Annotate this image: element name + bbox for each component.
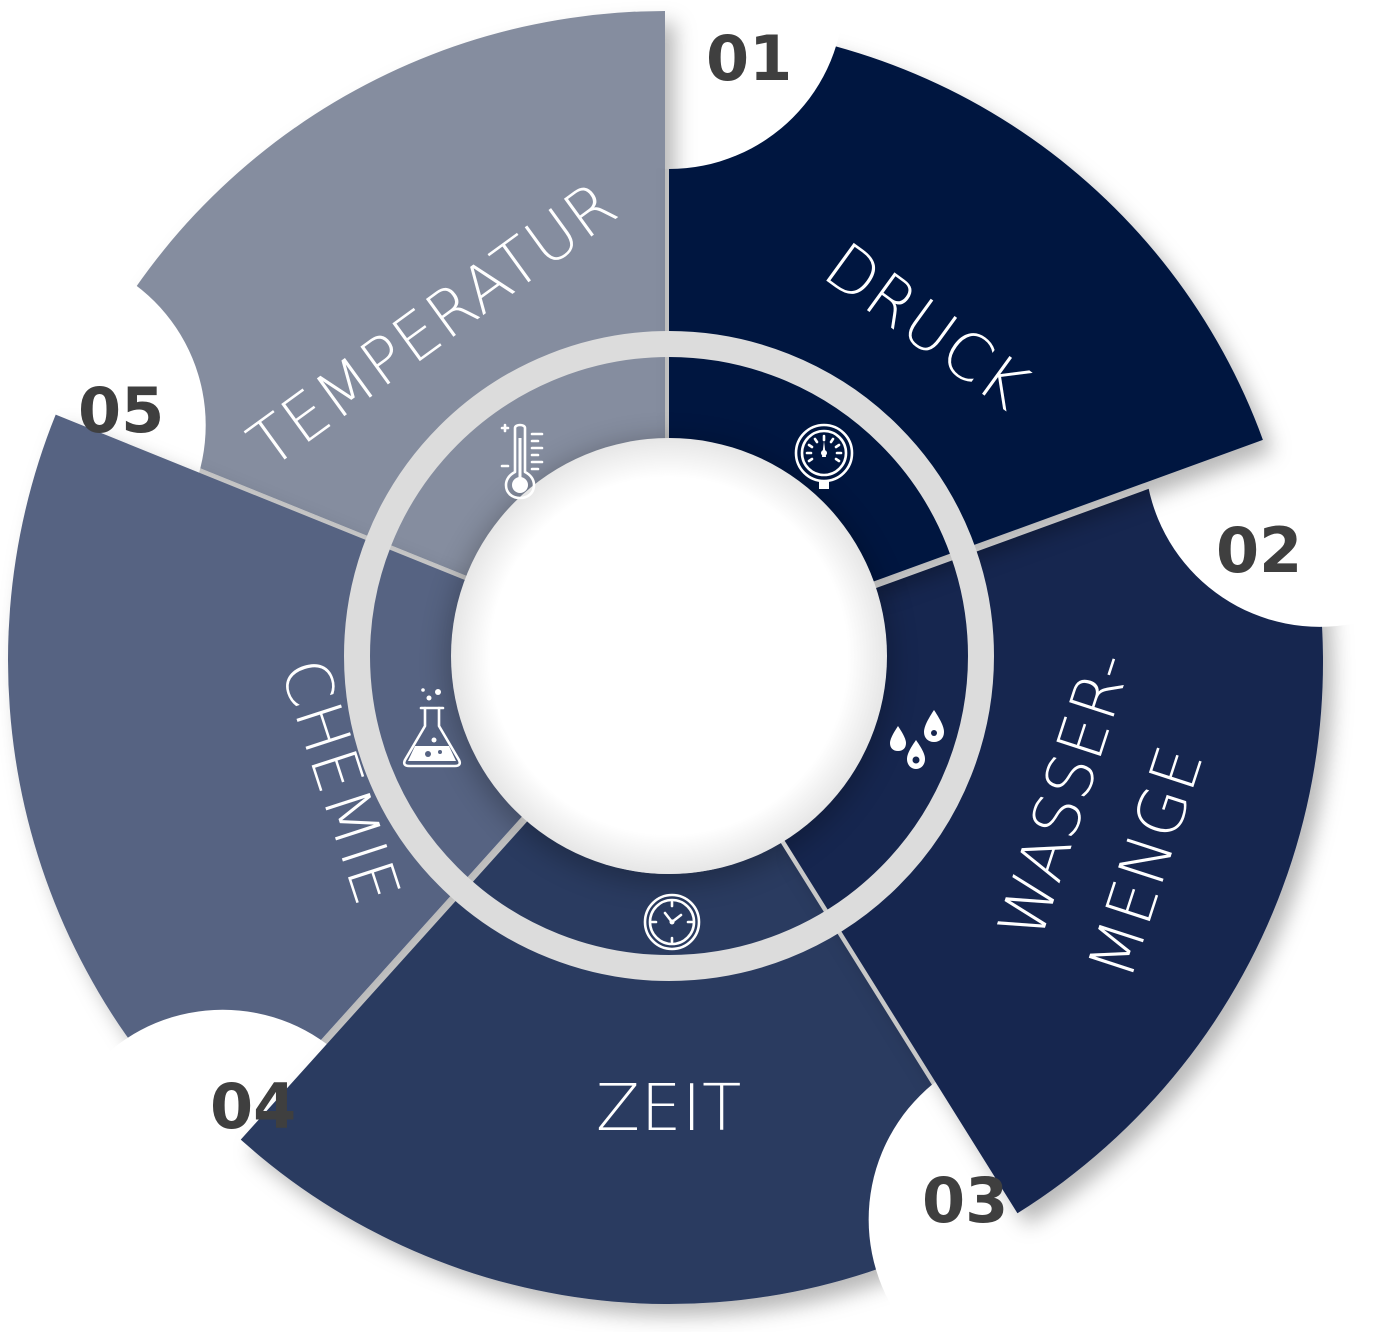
segment-number-02: 02 (1216, 514, 1302, 587)
center-hole (451, 438, 887, 874)
clock-icon (643, 893, 701, 951)
flask-icon (402, 688, 462, 768)
thermometer-icon (500, 423, 544, 500)
segment-number-04: 04 (210, 1070, 296, 1143)
segment-druck (669, 24, 1263, 585)
segment-label-zeit: ZEIT (596, 1072, 742, 1146)
pressure-gauge-icon (794, 423, 854, 489)
segment-wassermenge (784, 439, 1323, 1214)
inner-ring (344, 331, 994, 981)
segment-chemie (7, 414, 523, 1147)
segment-number-01: 01 (706, 22, 792, 95)
segment-number-05: 05 (78, 374, 164, 447)
segment-number-03: 03 (922, 1164, 1008, 1237)
water-drops-icon (890, 710, 944, 769)
